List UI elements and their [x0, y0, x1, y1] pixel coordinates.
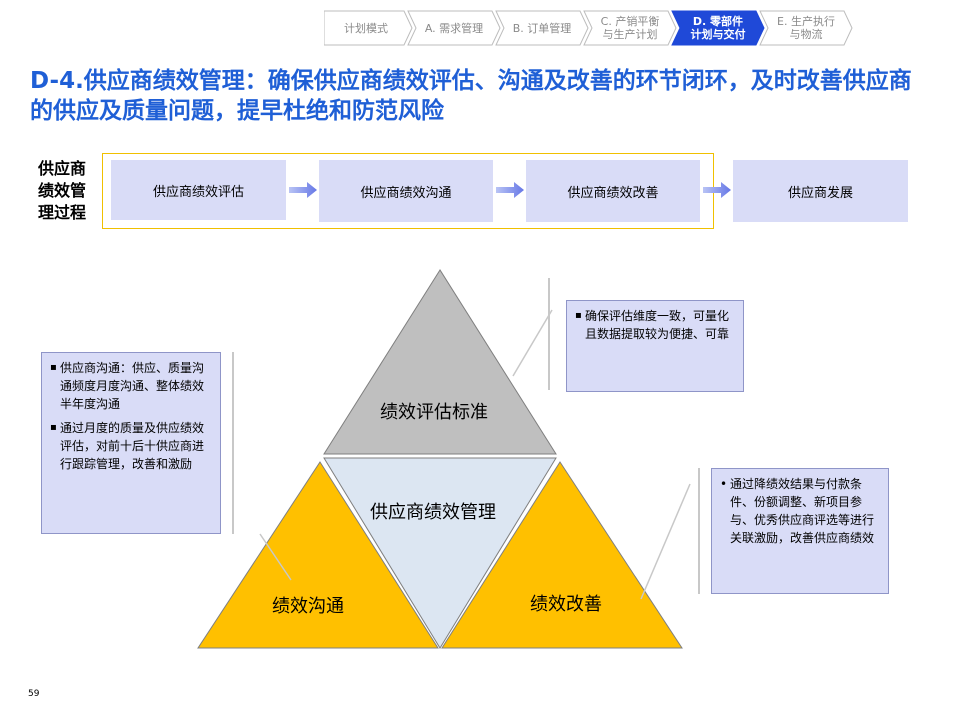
nav-item-balance[interactable] [583, 10, 677, 46]
process-step-development: 供应商发展 [733, 160, 908, 222]
arrow-right-icon [289, 182, 317, 198]
callout-bracket-left [232, 352, 234, 534]
nav-label-order: B. 订单管理 [512, 21, 572, 35]
nav-item-execution[interactable] [759, 10, 853, 46]
nav-label-parts: D. 零部件 计划与交付 [690, 15, 746, 41]
callout-right: 通过降绩效结果与付款条件、份额调整、新项目参与、优秀供应商评选等进行关联激励，改… [711, 468, 889, 594]
triangle-right-label: 绩效改善 [530, 594, 602, 615]
nav-label-demand: A. 需求管理 [424, 21, 484, 35]
triangle-center [323, 457, 557, 649]
process-label: 供应商绩效管理过程 [38, 159, 87, 222]
arrow-right-icon [496, 182, 524, 198]
nav-label-execution: E. 生产执行 与物流 [777, 15, 835, 41]
process-step-evaluation: 供应商绩效评估 [111, 160, 286, 220]
triangle-top [323, 269, 557, 455]
performance-triangle-diagram [197, 269, 691, 649]
process-nav: 计划模式 A. 需求管理 B. 订单管理 C. 产销平衡 与生产计划 D. 零部… [324, 10, 856, 46]
callout-bracket-top-right [548, 278, 550, 390]
arrow-right-icon [703, 182, 731, 198]
triangle-right [441, 461, 683, 649]
leader-line-top [512, 309, 553, 377]
callout-left-item: 供应商沟通：供应、质量沟通频度月度沟通、整体绩效半年度沟通 [50, 359, 212, 413]
nav-label-balance: C. 产销平衡 与生产计划 [600, 15, 660, 41]
callout-left: 供应商沟通：供应、质量沟通频度月度沟通、整体绩效半年度沟通 通过月度的质量及供应… [41, 352, 221, 534]
triangle-left [197, 461, 439, 649]
callout-left-item: 通过月度的质量及供应绩效评估，对前十后十供应商进行跟踪管理，改善和激励 [50, 419, 212, 473]
nav-label-plan-mode: 计划模式 [344, 21, 388, 35]
nav-item-plan-mode[interactable] [324, 10, 413, 46]
callout-top-right: 确保评估维度一致，可量化且数据提取较为便捷、可靠 [566, 300, 744, 392]
page-title: D-4.供应商绩效管理：确保供应商绩效评估、沟通及改善的环节闭环，及时改善供应商… [30, 68, 912, 124]
leader-line-right [640, 483, 691, 600]
triangle-center-label: 供应商绩效管理 [370, 502, 496, 523]
callout-top-right-item: 确保评估维度一致，可量化且数据提取较为便捷、可靠 [575, 307, 735, 343]
triangle-top-label: 绩效评估标准 [380, 402, 488, 423]
nav-item-order[interactable] [495, 10, 589, 46]
callout-bracket-right [698, 468, 700, 594]
nav-item-parts[interactable] [671, 10, 765, 46]
page-number: 59 [28, 689, 40, 699]
leader-line-left [259, 533, 292, 581]
callout-right-item: 通过降绩效结果与付款条件、份额调整、新项目参与、优秀供应商评选等进行关联激励，改… [720, 475, 880, 547]
triangle-left-label: 绩效沟通 [272, 596, 344, 617]
process-step-communication: 供应商绩效沟通 [319, 160, 493, 222]
process-step-improvement: 供应商绩效改善 [526, 160, 700, 222]
nav-chevrons [324, 10, 853, 46]
nav-item-demand[interactable] [407, 10, 501, 46]
